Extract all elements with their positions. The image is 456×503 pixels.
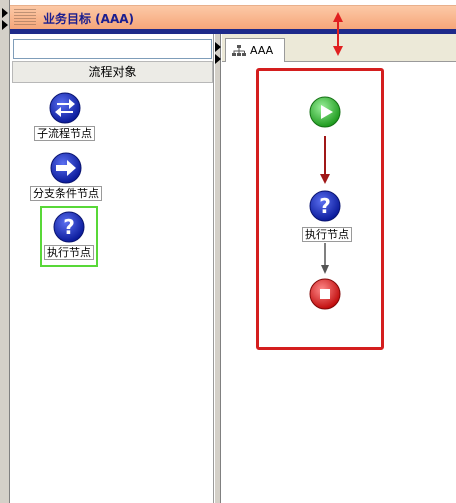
dock-arrow-icon[interactable] [2, 8, 8, 18]
title-underline [10, 29, 456, 34]
object-palette-panel: 流程对象 子流程节点 [10, 34, 214, 503]
panel-splitter[interactable] [214, 34, 221, 503]
grip-handle[interactable] [14, 9, 36, 27]
palette-item-subprocess[interactable]: 子流程节点 [34, 92, 95, 141]
collapse-arrow-icon[interactable] [215, 54, 221, 64]
palette-item-branch[interactable]: 分支条件节点 [30, 152, 102, 201]
svg-text:?: ? [319, 194, 331, 218]
palette-item-label: 分支条件节点 [30, 186, 102, 201]
window-title: 业务目标 (AAA) [43, 12, 135, 26]
exec-node[interactable]: ? [308, 189, 342, 223]
title-bar: 业务目标 (AAA) [10, 5, 456, 29]
connector-exec-end[interactable] [317, 243, 333, 277]
end-node[interactable] [308, 277, 342, 311]
arrow-right-icon [50, 152, 82, 184]
search-input[interactable] [13, 39, 212, 59]
tab-label: AAA [250, 44, 274, 57]
palette-item-exec[interactable]: ? 执行节点 [40, 206, 98, 267]
outer-dock-strip[interactable] [0, 0, 10, 503]
palette-item-label: 执行节点 [44, 245, 94, 260]
flow-canvas[interactable]: ? 执行节点 [222, 62, 456, 503]
question-mark-icon: ? [53, 211, 85, 243]
exec-node-label: 执行节点 [302, 227, 352, 242]
swap-arrows-icon [49, 92, 80, 124]
objects-header[interactable]: 流程对象 [12, 61, 213, 83]
tab-aaa[interactable]: AAA [225, 38, 285, 62]
highlight-box [256, 68, 384, 350]
collapse-arrow-icon[interactable] [215, 42, 221, 52]
palette-item-label: 子流程节点 [34, 126, 95, 141]
connector-start-exec[interactable] [317, 136, 333, 186]
hierarchy-icon [232, 44, 246, 56]
annotation-arrow-icon [333, 12, 343, 56]
svg-text:?: ? [63, 215, 75, 239]
start-node[interactable] [308, 95, 342, 129]
dock-arrow-icon[interactable] [2, 20, 8, 30]
